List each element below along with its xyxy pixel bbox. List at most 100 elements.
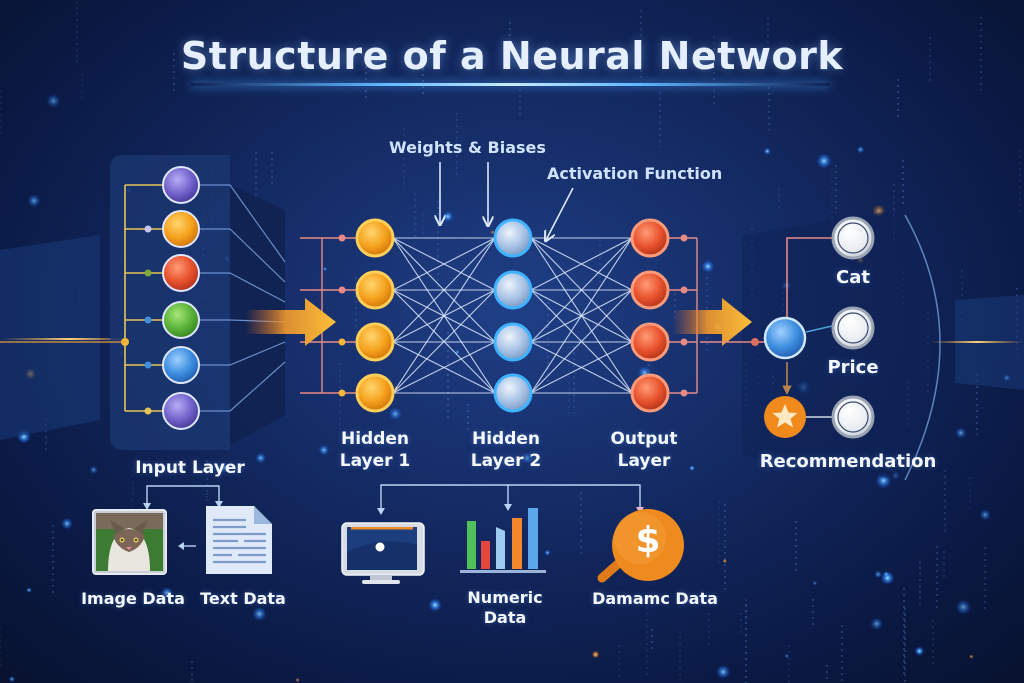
glow-particle [252,606,267,622]
glow-particle [914,646,925,656]
image-data-label: Image Data [81,589,185,608]
output-out-dot [680,286,688,294]
hidden-layer-2-node [493,270,533,310]
output-out-dot [680,389,688,397]
hidden-layer-1-node [355,373,395,413]
output-label-recommendation: Recommendation [759,451,937,472]
output-node-cat [831,216,875,260]
hidden-layer-2-node [493,373,533,413]
hidden1-input-dot [338,286,346,294]
glow-particle [255,452,266,464]
glow-particle [874,570,882,579]
flow-arrow-to-output [672,298,752,346]
hidden-layer-2-label-line1: Hidden [471,429,541,449]
input-out-wire [199,272,286,303]
glow-particle [46,93,61,108]
glow-particle [701,260,715,273]
hidden-layer-1-label: Hidden Layer 1 [325,428,425,472]
glow-particle [218,461,230,473]
weight-edge [392,237,496,343]
glow-particle [26,587,32,593]
output-layer-node [630,322,670,362]
aggregate-output-node [763,316,807,360]
glow-particle [784,653,790,659]
input-node [162,210,200,248]
title-underline [190,83,830,86]
glow-particle [591,650,600,659]
output-layer-node [630,270,670,310]
weight-edge [530,237,633,394]
hidden-layer-1-node [355,218,395,258]
monitor-icon [341,522,425,584]
glow-particle [856,145,865,154]
glow-particle [955,427,967,439]
glow-particle [979,509,991,521]
bar-red [481,541,490,569]
input-node [162,392,200,430]
dynamic-data-label: Damamc Data [592,589,718,608]
neuron-nodes [162,166,670,430]
glow-particle [763,147,771,155]
input-branch-dot [144,225,152,233]
flow-arrow-to-hidden [245,298,336,346]
glow-particle [388,407,402,421]
input-node [162,166,200,204]
hidden-layer-1-node [355,322,395,362]
input-out-wire [199,228,286,283]
input-branch-dot [144,407,152,415]
glow-particle [428,598,442,612]
hidden-layer-2-label-line2: Layer 2 [470,451,542,471]
dollar-magnifier-icon [597,509,684,583]
input-out-wire [199,184,286,263]
hidden-layer-2-node [493,218,533,258]
glow-particle [295,677,300,683]
glow-particle [322,266,328,272]
output-out-dot [680,234,688,242]
star-icon [772,404,798,428]
glow-particle [520,451,534,465]
numeric-data-label: Numeric Data [455,588,555,628]
bar-chart-icon [460,508,546,573]
glow-particle [722,558,727,564]
output-class-nodes [831,216,875,439]
bar-green [467,521,476,569]
numeric-data-label-line1: Numeric [467,588,543,607]
hidden1-input-dot [338,389,346,397]
output-node-price [831,306,875,350]
glow-particle [883,571,890,578]
output-layer-node [630,218,670,258]
bar-lightblue [496,527,505,569]
activation-arrow [546,187,574,240]
input-out-wire [199,361,286,412]
glow-particle [544,549,551,556]
weight-edge [392,289,496,394]
numeric-data-label-line2: Data [483,608,527,627]
input-branch-dot [144,361,152,369]
output-layer-label-line1: Output [610,429,678,449]
glow-particle [716,664,731,680]
hidden-layer-1-node [355,270,395,310]
connector-wires [0,184,698,415]
right-arc-decoration [904,214,941,481]
right-glow-line [930,341,1024,343]
weight-edge [530,289,633,394]
document-icon [206,506,272,574]
glow-particle [318,444,330,456]
weights-biases-annotation: Weights & Biases [389,138,546,157]
output-connectors [700,237,833,418]
glow-particle [812,580,818,586]
input-branch-dot [144,316,152,324]
input-node [162,346,200,384]
glow-particle [27,194,41,208]
weight-edge [530,237,633,343]
page-title: Structure of a Neural Network [180,34,844,78]
left-glow-line [0,338,140,340]
text-data-label: Text Data [200,589,286,608]
input-node [162,254,200,292]
weight-edge [530,341,633,394]
glow-particle [160,586,173,599]
glow-particle [955,599,971,615]
activation-function-annotation: Activation Function [547,164,723,183]
chart-baseline [460,570,546,573]
